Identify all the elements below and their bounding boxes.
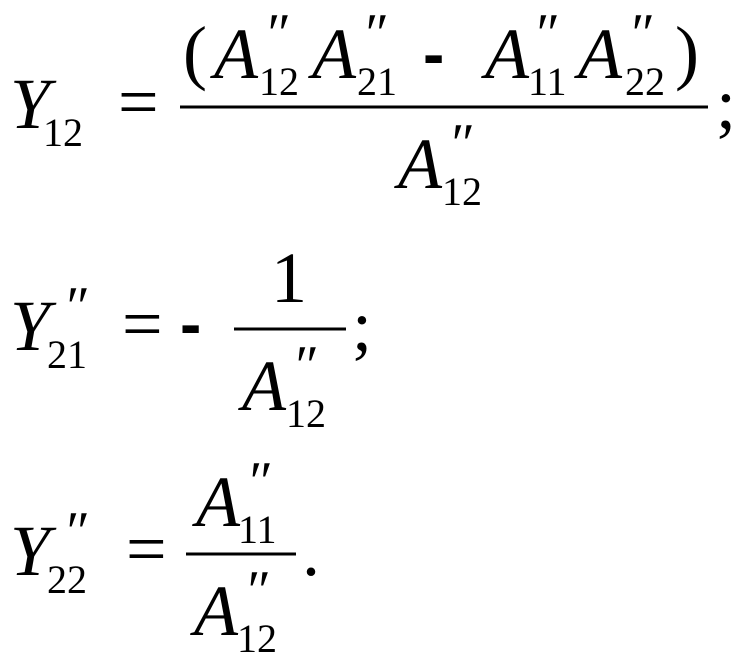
eq1-term-a12-sub: 12: [259, 59, 299, 104]
eq1-lhs: Y 12: [10, 64, 83, 155]
eq2-denominator: A 12 ″: [238, 335, 326, 436]
eq1-denominator: A 12 ″: [394, 113, 482, 214]
eq3-lhs-sub: 22: [47, 557, 87, 602]
eq2-semicolon: ;: [352, 286, 372, 366]
eq3-den-prime: ″: [244, 560, 268, 622]
eq3-equals: =: [126, 509, 167, 589]
eq3-denominator: A 12 ″: [190, 560, 277, 661]
eq1-lhs-sub: 12: [43, 110, 83, 155]
eq1-open-paren: (: [183, 12, 207, 92]
eq2-minus: -: [180, 288, 201, 360]
eq1-den-base: A: [394, 124, 443, 204]
eq2-den-sub: 12: [286, 391, 326, 436]
eq2-lhs-base: Y: [10, 286, 57, 366]
equation-1: Y 12 = ( A 12 ″ A 21 ″ - A 11 ″: [10, 3, 736, 214]
eq1-close-paren: ): [675, 12, 699, 92]
eq1-term-a11-sub: 11: [528, 59, 567, 104]
eq1-den-sub: 12: [442, 169, 482, 214]
eq2-equals: =: [122, 284, 163, 364]
eq2-numerator-one: 1: [271, 238, 307, 318]
eq1-term-a21-sub: 21: [357, 59, 397, 104]
equation-2: Y 21 ″ = - 1 A 12 ″ ;: [10, 238, 372, 436]
eq1-semicolon: ;: [716, 64, 736, 144]
eq1-term-a12: A 12 ″: [210, 3, 299, 104]
eq1-term-a12-prime: ″: [264, 3, 288, 65]
eq1-term-a22-prime: ″: [628, 3, 652, 65]
eq3-lhs: Y 22 ″: [10, 501, 87, 602]
eq3-lhs-prime: ″: [63, 501, 87, 563]
eq1-minus: -: [423, 18, 444, 90]
eq3-num-base: A: [192, 462, 241, 542]
eq3-period: .: [302, 511, 320, 591]
eq1-term-a11-prime: ″: [533, 3, 557, 65]
eq3-den-sub: 12: [237, 616, 277, 661]
eq3-den-base: A: [190, 571, 239, 651]
eq2-den-base: A: [238, 346, 287, 426]
eq1-numerator: ( A 12 ″ A 21 ″ - A 11 ″ A 22 ″: [183, 3, 699, 104]
eq2-lhs: Y 21 ″: [10, 276, 87, 377]
eq1-term-a21-base: A: [308, 14, 357, 94]
eq1-term-a21: A 21 ″: [308, 3, 397, 104]
eq1-term-a11-base: A: [481, 14, 530, 94]
eq1-term-a22-sub: 22: [625, 59, 665, 104]
eq1-lhs-base: Y: [10, 64, 57, 144]
eq1-term-a21-prime: ″: [362, 3, 386, 65]
eq1-term-a22-base: A: [574, 14, 623, 94]
eq3-numerator: A 11 ″: [192, 451, 277, 552]
eq2-lhs-prime: ″: [63, 276, 87, 338]
eq2-den-prime: ″: [292, 335, 316, 397]
eq2-lhs-sub: 21: [47, 332, 87, 377]
eq3-lhs-base: Y: [10, 511, 57, 591]
eq1-term-a11: A 11 ″: [481, 3, 567, 104]
eq1-den-prime: ″: [448, 113, 472, 175]
eq1-equals: =: [118, 62, 159, 142]
eq3-num-sub: 11: [238, 507, 277, 552]
eq1-term-a22: A 22 ″: [574, 3, 665, 104]
eq3-num-prime: ″: [246, 451, 270, 513]
eq1-term-a12-base: A: [210, 14, 259, 94]
equation-3: Y 22 ″ = A 11 ″ A 12 ″ .: [10, 451, 320, 661]
